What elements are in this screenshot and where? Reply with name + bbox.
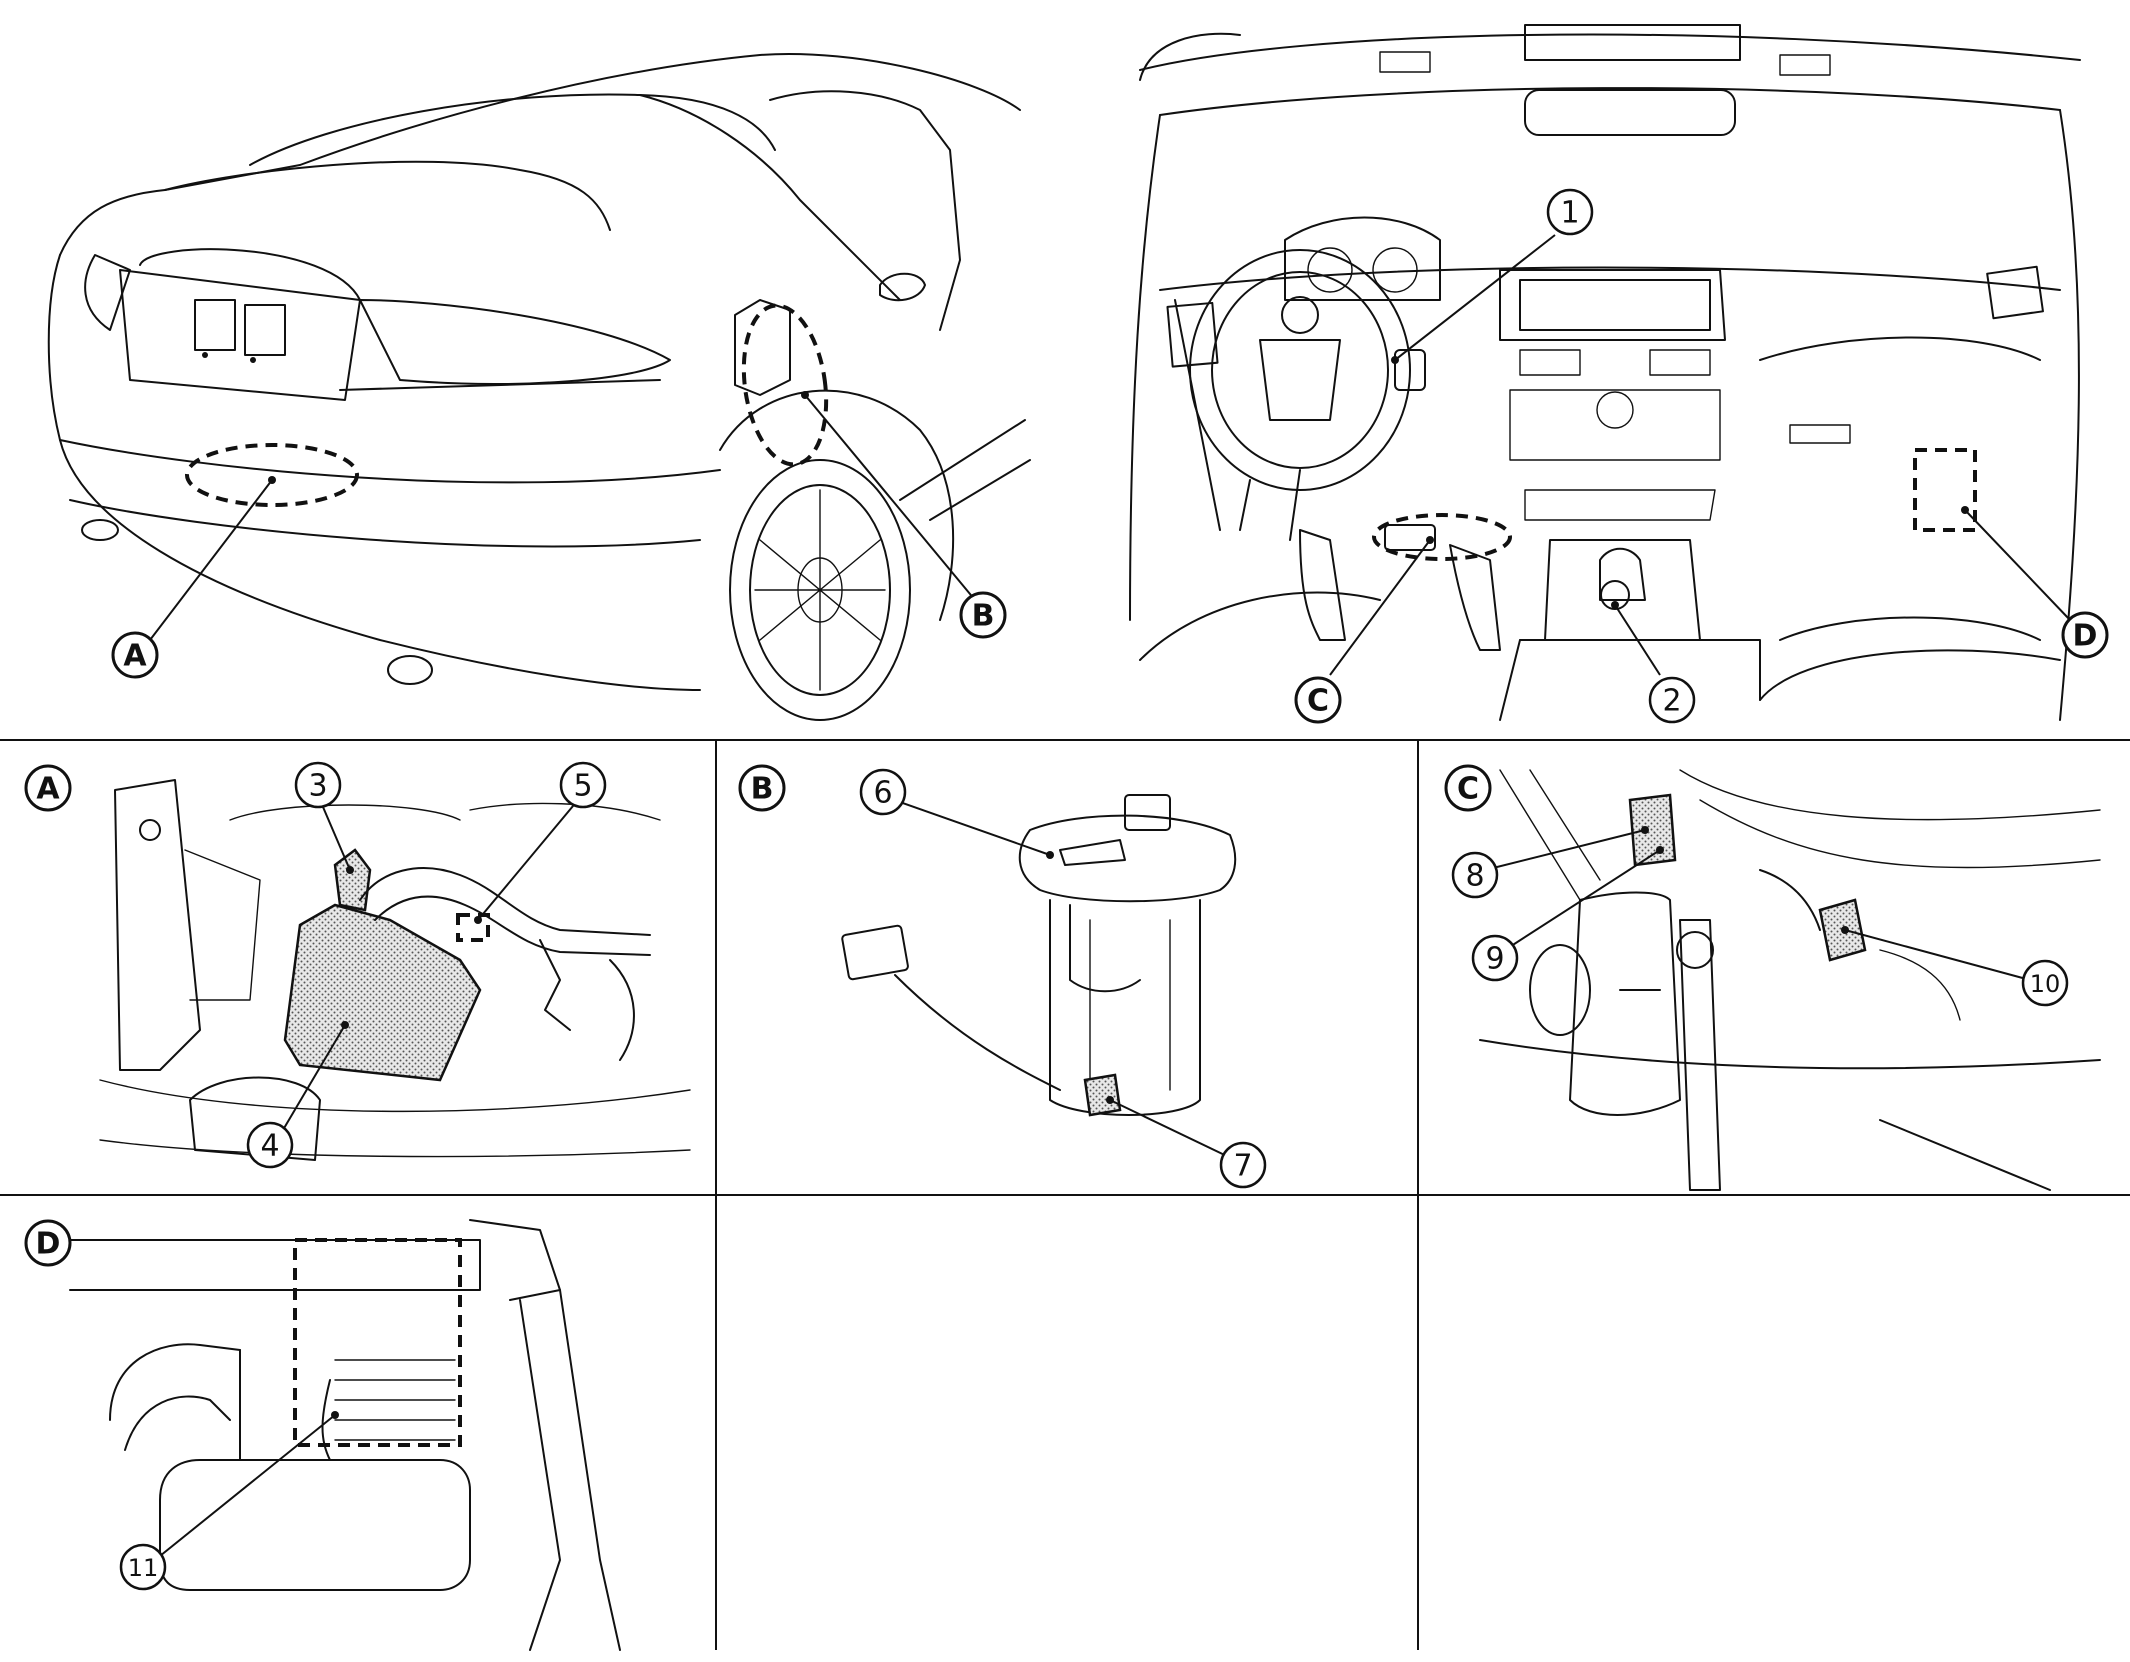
svg-text:A: A bbox=[123, 639, 147, 674]
svg-text:5: 5 bbox=[573, 769, 592, 804]
panel-a-detail bbox=[99, 779, 691, 1161]
svg-text:11: 11 bbox=[128, 1554, 159, 1582]
vehicle-interior-view bbox=[1129, 24, 2081, 721]
panel-d-detail bbox=[69, 1219, 621, 1651]
callout-c-overview: C bbox=[1294, 676, 1342, 724]
callout-5: 5 bbox=[559, 761, 607, 809]
panel-a-tag: A bbox=[24, 764, 72, 812]
callout-7: 7 bbox=[1219, 1141, 1267, 1189]
svg-text:8: 8 bbox=[1465, 859, 1484, 894]
callout-11: 11 bbox=[119, 1543, 167, 1591]
svg-text:10: 10 bbox=[2030, 970, 2061, 998]
svg-text:2: 2 bbox=[1662, 684, 1681, 719]
svg-text:3: 3 bbox=[308, 769, 327, 804]
panel-b-detail bbox=[841, 794, 1237, 1161]
callout-1: 1 bbox=[1546, 188, 1594, 236]
svg-text:B: B bbox=[972, 599, 995, 634]
panel-grid bbox=[0, 739, 2130, 1650]
svg-text:9: 9 bbox=[1485, 942, 1504, 977]
svg-text:C: C bbox=[1307, 684, 1329, 719]
callout-b-overview: B bbox=[959, 591, 1007, 639]
svg-text:C: C bbox=[1457, 772, 1479, 807]
svg-text:6: 6 bbox=[873, 776, 892, 811]
callout-2: 2 bbox=[1648, 676, 1696, 724]
panel-d-tag: D bbox=[24, 1219, 72, 1267]
panel-c-tag: C bbox=[1444, 764, 1492, 812]
svg-text:D: D bbox=[36, 1227, 61, 1262]
callout-a-overview: A bbox=[111, 631, 159, 679]
callout-8: 8 bbox=[1451, 851, 1499, 899]
callout-d-overview: D bbox=[2061, 611, 2109, 659]
svg-text:4: 4 bbox=[260, 1129, 279, 1164]
callout-4: 4 bbox=[246, 1121, 294, 1169]
panel-c-detail bbox=[1479, 769, 2101, 1191]
panel-b-tag: B bbox=[738, 764, 786, 812]
svg-text:B: B bbox=[751, 772, 774, 807]
vehicle-rear-view bbox=[47, 53, 1031, 721]
svg-text:7: 7 bbox=[1233, 1149, 1252, 1184]
svg-text:A: A bbox=[36, 772, 60, 807]
svg-text:1: 1 bbox=[1560, 196, 1579, 231]
callout-9: 9 bbox=[1471, 934, 1519, 982]
callout-6: 6 bbox=[859, 768, 907, 816]
svg-text:D: D bbox=[2073, 619, 2098, 654]
callout-3: 3 bbox=[294, 761, 342, 809]
callout-10: 10 bbox=[2021, 959, 2069, 1007]
